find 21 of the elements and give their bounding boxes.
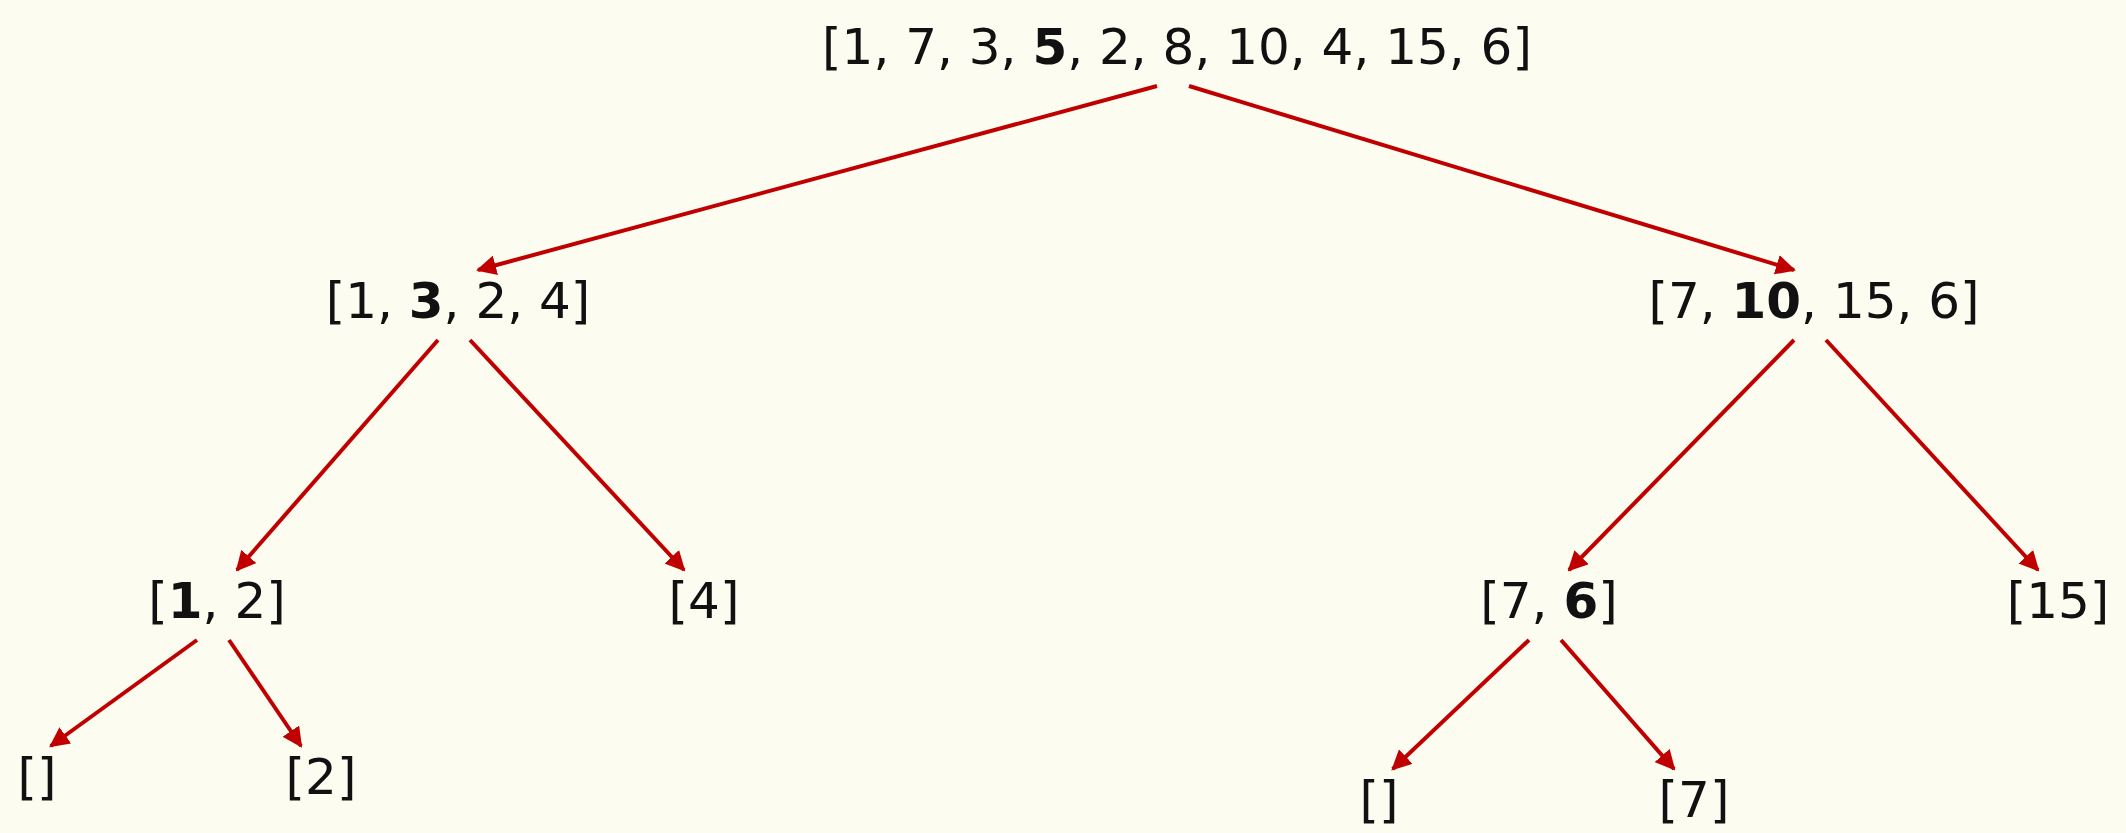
arrow — [468, 338, 686, 572]
arrow — [476, 84, 1158, 275]
array-label: [7] — [1650, 767, 1738, 833]
arrow — [1188, 84, 1796, 275]
arrow — [1391, 638, 1531, 771]
array-label: [4] — [660, 568, 748, 634]
array-label: [] — [1351, 767, 1407, 833]
array-label: [1, 7, 3, 5, 2, 8, 10, 4, 15, 6] — [814, 14, 1540, 80]
arrow — [49, 638, 199, 748]
array-label: [15] — [1998, 568, 2118, 634]
arrow — [235, 338, 440, 572]
array-label: [1, 2] — [140, 568, 294, 634]
array-label: [7, 6] — [1472, 568, 1626, 634]
arrow — [1567, 338, 1796, 572]
arrow — [1559, 638, 1676, 771]
arrow — [227, 638, 303, 748]
array-label: [] — [9, 744, 65, 810]
arrow — [1824, 338, 2040, 572]
array-label: [2] — [277, 744, 365, 810]
array-label: [1, 3, 2, 4] — [317, 268, 599, 334]
array-label: [7, 10, 15, 6] — [1640, 268, 1988, 334]
